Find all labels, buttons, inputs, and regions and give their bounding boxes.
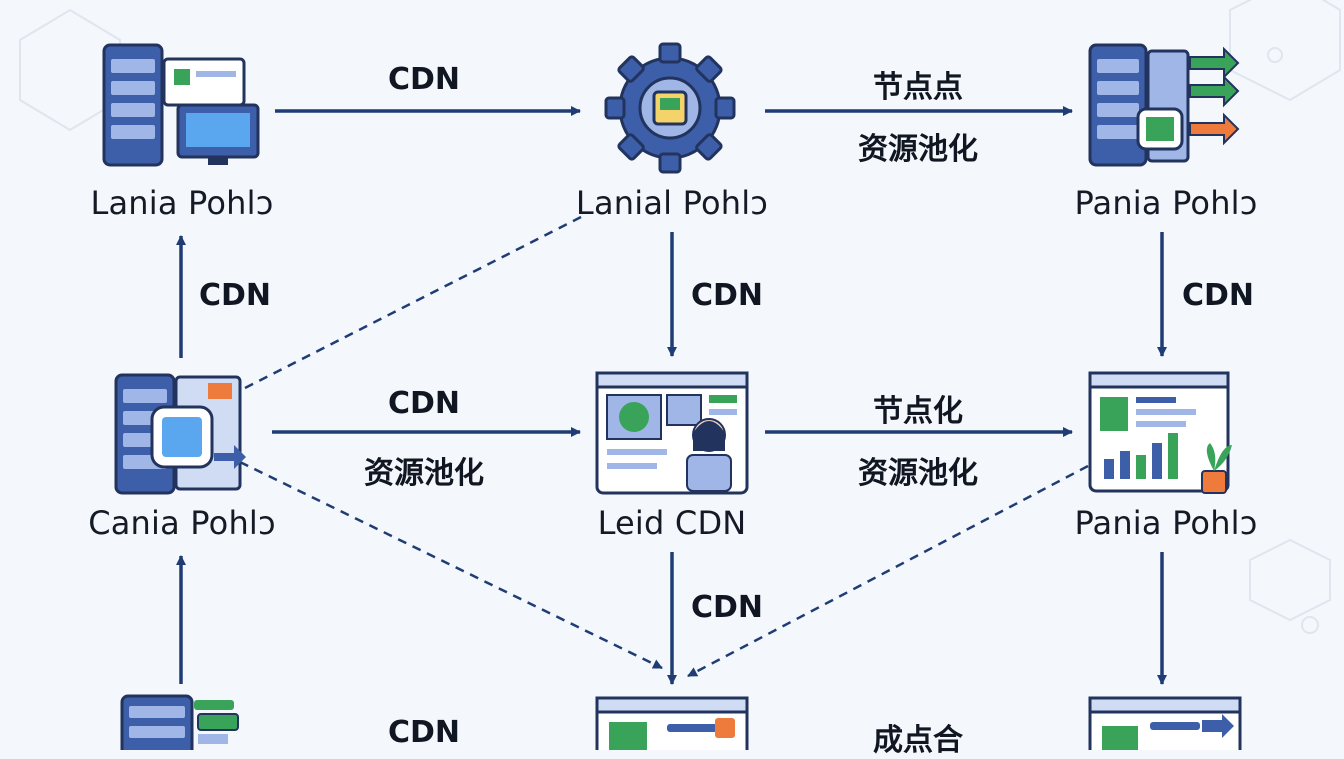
dashed-ml-bm: [239, 460, 663, 670]
server-arrows-icon: [1088, 43, 1240, 167]
server-cards-icon: [120, 694, 239, 759]
browser-window-icon: [595, 696, 749, 759]
node-label-top-right: Pania Pohlↄ: [1074, 184, 1258, 222]
edge-label-ml-mm-2: 资源池化: [364, 456, 484, 491]
edge-label-mm-bm: CDN: [690, 590, 764, 625]
edge-label-ml-mm: CDN: [387, 386, 461, 421]
presenter-screen-icon: [595, 371, 749, 495]
node-label-mid-left: Cania Pohlↄ: [88, 504, 276, 542]
gear-chip-icon: [604, 42, 736, 174]
edge-label-tm-mm: CDN: [690, 278, 764, 313]
node-label-top-left: Lania Pohlↄ: [90, 184, 274, 222]
browser-window-icon: [1088, 696, 1242, 759]
edge-label-tm-tr-2: 资源池化: [858, 132, 978, 167]
server-monitor-icon: [102, 43, 260, 167]
edge-label-bm-br: 成点合: [873, 723, 963, 758]
node-label-mid-right: Pania Pohlↄ: [1074, 504, 1258, 542]
dashed-mr-bm: [687, 464, 1089, 678]
edge-label-tm-tr: 节点点: [873, 70, 963, 105]
edge-label-bl-bm: CDN: [387, 715, 461, 750]
edge-label-ml-tl: CDN: [198, 278, 272, 313]
node-label-mid-mid: Leid CDN: [597, 504, 747, 542]
edge-label-mm-mr: 节点化: [873, 394, 963, 429]
edge-label-tr-mr: CDN: [1181, 278, 1255, 313]
server-watch-icon: [114, 373, 246, 495]
dashboard-chart-icon: [1088, 371, 1232, 494]
node-label-top-mid: Lanial Pohlↄ: [575, 184, 769, 222]
dashed-ml-tm: [244, 213, 586, 390]
edge-label-tl-tm: CDN: [387, 62, 461, 97]
dashed-edges: [239, 213, 1089, 678]
edge-label-mm-mr-2: 资源池化: [858, 456, 978, 491]
edges: [176, 106, 1167, 685]
